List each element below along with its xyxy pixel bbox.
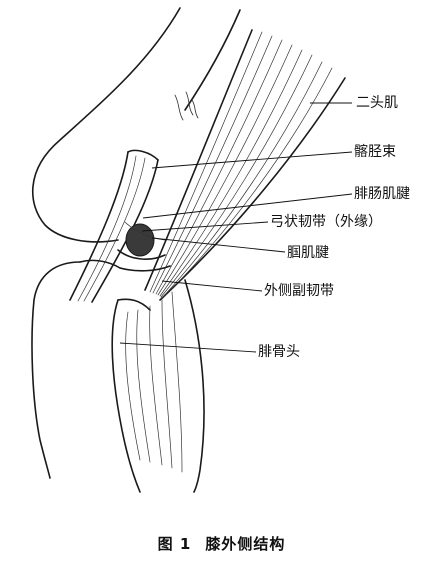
- femur-outline: [31, 7, 241, 243]
- figure-caption: 图 1 膝外侧结构: [0, 533, 443, 554]
- label-gastrocnemius: 腓肠肌腱: [354, 186, 410, 202]
- label-arcuate: 弓状韧带（外缘）: [270, 214, 382, 230]
- figure-number: 图 1: [157, 535, 192, 553]
- deep-structures: [117, 221, 171, 272]
- label-biceps: 二头肌: [356, 95, 398, 111]
- iliotibial-band: [69, 149, 159, 303]
- label-iliotibial: 髂胫束: [354, 144, 396, 160]
- leader-lateral-collateral: [161, 280, 263, 292]
- leader-arcuate: [141, 221, 269, 232]
- leader-fibular-head: [119, 342, 257, 353]
- leader-popliteus: [151, 237, 286, 253]
- fibula-bundle: [111, 279, 205, 493]
- biceps-muscle: [144, 29, 346, 301]
- label-lateral-collateral: 外侧副韧带: [264, 283, 334, 299]
- leader-gastrocnemius: [142, 193, 353, 219]
- figure-title: 膝外侧结构: [205, 535, 286, 553]
- leader-iliotibial: [151, 151, 353, 169]
- tibia-outline: [31, 259, 121, 479]
- leader-lines: [119, 102, 353, 353]
- label-popliteus: 腘肌腱: [287, 245, 329, 261]
- label-fibular-head: 腓骨头: [258, 344, 300, 360]
